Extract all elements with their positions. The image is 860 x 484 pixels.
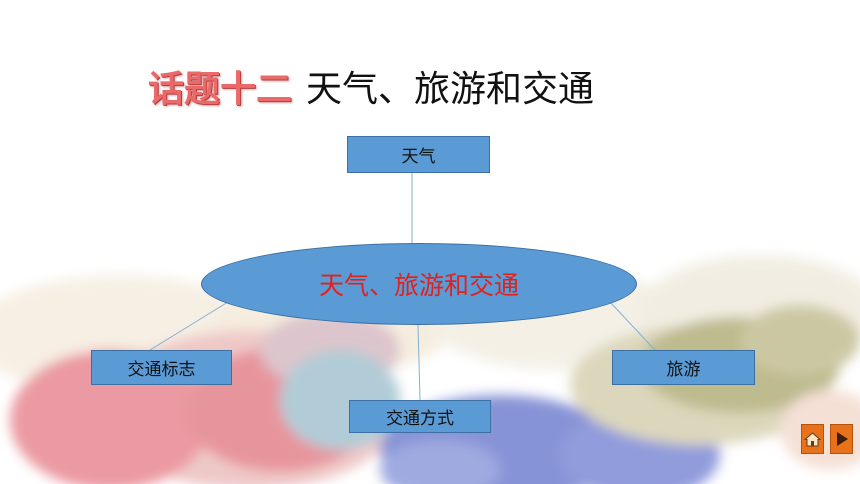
home-icon — [804, 431, 821, 446]
node-transport-modes: 交通方式 — [349, 400, 491, 433]
node-traffic-signs: 交通标志 — [91, 350, 232, 385]
connector-left — [149, 301, 229, 351]
connector-bottom — [417, 324, 421, 401]
node-weather: 天气 — [347, 136, 490, 173]
node-center-topic: 天气、旅游和交通 — [201, 243, 637, 325]
connector-right — [609, 301, 656, 351]
home-button[interactable] — [801, 424, 824, 454]
node-travel: 旅游 — [612, 350, 755, 385]
play-next-icon — [836, 432, 848, 446]
title-topic-number: 话题十二 — [148, 69, 293, 110]
slide-title: 话题十二天气、旅游和交通 — [148, 64, 594, 116]
title-topic-name: 天气、旅游和交通 — [306, 69, 595, 110]
next-slide-button[interactable] — [830, 424, 853, 454]
